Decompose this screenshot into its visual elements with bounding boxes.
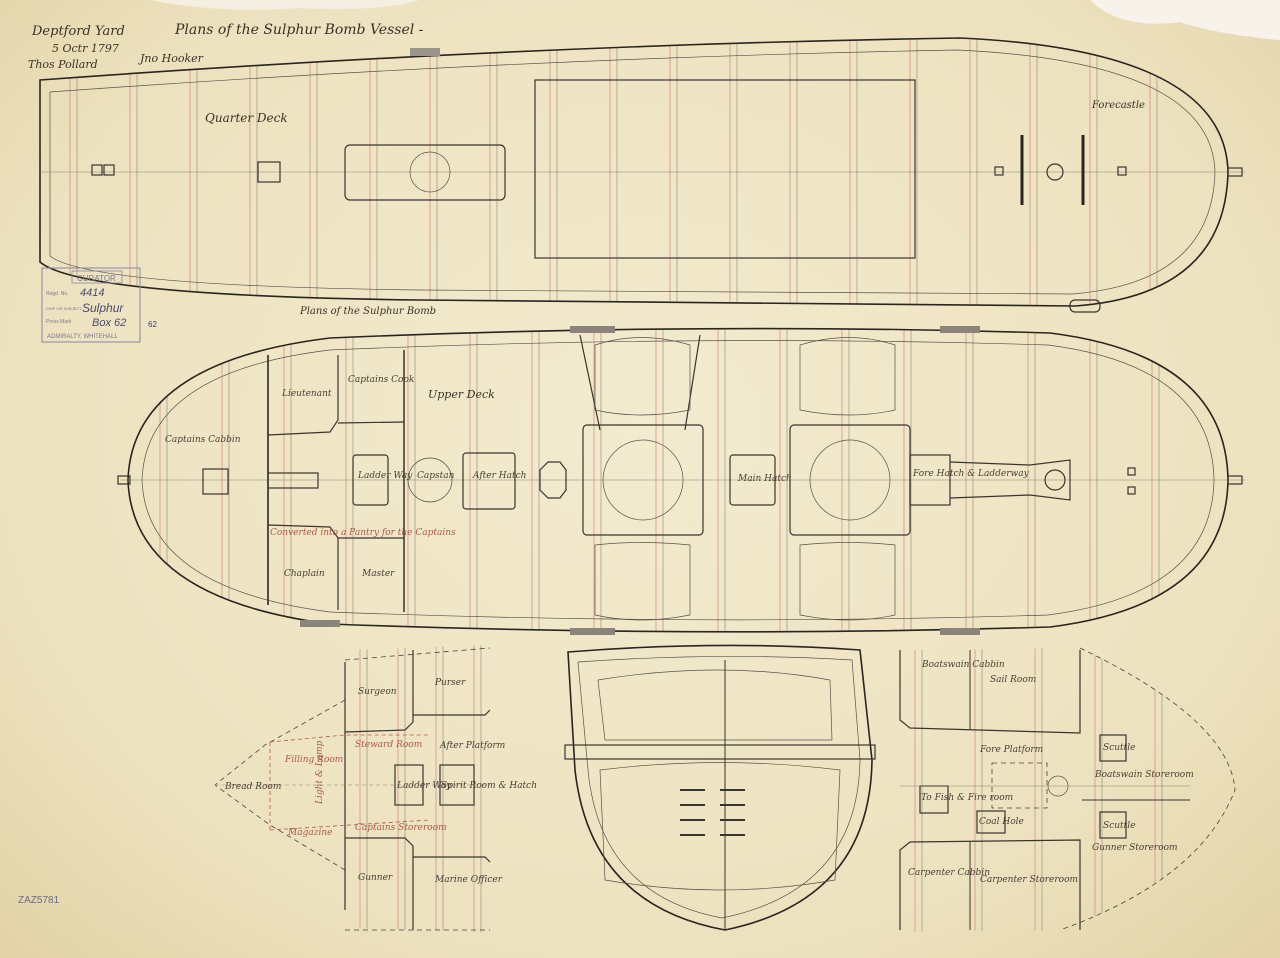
stamp-regd-value: 4414 <box>80 287 104 299</box>
label-lieutenant: Lieutenant <box>281 389 332 399</box>
label-captains-cook: Captains Cook <box>348 375 414 385</box>
label-fore-platform: Fore Platform <box>979 745 1043 755</box>
midship-section <box>564 644 876 931</box>
label-spirit-room: Spirit Room & Hatch <box>441 781 537 791</box>
label-ladder-way: Ladder Way <box>357 471 413 481</box>
label-capstan: Capstan <box>417 471 455 481</box>
plan-title: Plans of the Sulphur Bomb Vessel - <box>174 22 424 38</box>
quarter-deck-planking <box>69 38 1158 306</box>
label-captains-storeroom: Captains Storeroom <box>355 823 447 833</box>
date-label: 5 Octr 1797 <box>52 42 119 55</box>
label-after-hatch: After Hatch <box>472 471 526 481</box>
label-chaplain: Chaplain <box>284 569 325 579</box>
catalogue-number: ZAZ5781 <box>18 895 60 906</box>
label-marine-officer: Marine Officer <box>434 875 503 885</box>
label-magazine: Magazine <box>287 828 332 838</box>
fore-platform-plan <box>899 647 1236 931</box>
fore-platform-planking <box>914 648 1163 932</box>
signature-hooker: Jno Hooker <box>138 52 204 65</box>
label-sail-room: Sail Room <box>990 675 1036 685</box>
torn-corner <box>1090 0 1280 40</box>
label-filling-room: Filling Room <box>284 755 343 765</box>
forecastle-label: Forecastle <box>1091 100 1145 111</box>
label-coal-hole: Coal Hole <box>979 817 1024 827</box>
stamp-press-correction: 62 <box>148 320 157 329</box>
label-carpenter-storeroom: Carpenter Storeroom <box>980 875 1078 885</box>
label-captains-cabin: Captains Cabbin <box>165 435 241 445</box>
label-after-platform: After Platform <box>439 741 505 751</box>
quarter-deck-title: Quarter Deck <box>205 111 288 125</box>
after-platform-plan <box>214 647 491 931</box>
label-bread-room: Bread Room <box>224 782 281 792</box>
yard-label: Deptford Yard <box>31 24 125 39</box>
label-boatswain-storeroom: Boatswain Storeroom <box>1094 770 1194 780</box>
label-ladder-way-platform: Ladder Way <box>396 781 452 791</box>
after-platform-planking <box>359 645 482 932</box>
label-main-hatch: Main Hatch <box>737 474 792 484</box>
label-light-lamp: Light & Lamp <box>315 740 325 805</box>
label-scuttle-2: Scuttle <box>1103 821 1135 831</box>
label-boatswain-cabin: Boatswain Cabbin <box>921 660 1005 670</box>
label-fish-room: To Fish & Fire room <box>921 793 1013 803</box>
quarter-deck-plan <box>39 37 1245 313</box>
label-surgeon: Surgeon <box>358 687 397 697</box>
stamp-ship-label: SHIP OR SUBJECT <box>46 306 82 311</box>
label-scuttle-1: Scuttle <box>1103 743 1135 753</box>
label-converted-pantry: Converted into a Pantry for the Captains <box>270 528 456 538</box>
label-fore-hatch: Fore Hatch & Ladderway <box>912 469 1030 479</box>
label-purser: Purser <box>434 678 466 688</box>
stamp-heading: CURATOR <box>77 274 116 283</box>
stamp-regd-label: Regd. No. <box>46 291 69 297</box>
stamp-ship-value: Sulphur <box>82 301 124 315</box>
signature-pollard: Thos Pollard <box>28 58 98 71</box>
label-gunner-storeroom: Gunner Storeroom <box>1092 843 1178 853</box>
curator-stamp: CURATOR Regd. No. SHIP OR SUBJECT Press … <box>41 267 157 343</box>
torn-edge <box>150 0 420 10</box>
label-steward-room: Steward Room <box>355 740 422 750</box>
upper-deck-caption: Plans of the Sulphur Bomb <box>299 306 436 317</box>
stamp-press-value: Box 62 <box>92 317 126 329</box>
stamp-press-label: Press Mark <box>46 319 72 325</box>
label-master: Master <box>361 569 395 579</box>
upper-deck-plan <box>117 326 1245 635</box>
stamp-footer: ADMIRALTY, WHITEHALL <box>47 334 118 340</box>
label-carpenter-cabin: Carpenter Cabbin <box>908 868 990 878</box>
label-gunner: Gunner <box>358 873 393 883</box>
upper-deck-title: Upper Deck <box>428 388 495 401</box>
